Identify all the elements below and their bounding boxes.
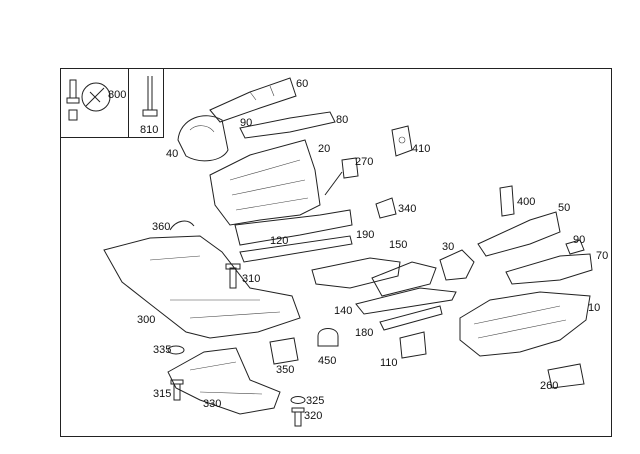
callout-450: 450 (318, 355, 337, 367)
part-260-bracket (547, 363, 585, 389)
part-360-hook (169, 220, 195, 231)
part-270-bracket (341, 157, 359, 179)
callout-810: 810 (140, 124, 159, 136)
part-120-reinforcement (239, 235, 353, 263)
part-190-longitudinal-member (311, 257, 401, 289)
part-300-front-subframe (103, 235, 301, 339)
callout-350: 350 (276, 364, 295, 376)
part-315-bolt (170, 379, 184, 401)
part-50-rail (477, 211, 561, 257)
part-320-bolt (291, 407, 305, 427)
callout-20: 20 (318, 143, 331, 155)
callout-50: 50 (558, 202, 571, 214)
part-90-bracket-right (565, 239, 585, 255)
part-330-rear-subframe (167, 347, 281, 415)
part-80-strut-panel (239, 111, 336, 139)
callout-60: 60 (296, 78, 309, 90)
part-410-mount (391, 125, 413, 157)
callout-30: 30 (442, 241, 455, 253)
leader-270 (324, 171, 343, 196)
part-150-member (371, 261, 437, 297)
callout-325: 325 (306, 395, 325, 407)
callout-40: 40 (166, 148, 179, 160)
callout-90-upper: 90 (240, 117, 253, 129)
callout-310: 310 (242, 273, 261, 285)
callout-110: 110 (380, 357, 398, 369)
part-70-rail-right (505, 253, 593, 285)
callout-90-right: 90 (573, 234, 586, 246)
callout-400: 400 (517, 196, 536, 208)
part-60-upper-rail (209, 77, 297, 123)
callout-80: 80 (336, 114, 349, 126)
part-20-front-structure (209, 139, 353, 246)
callout-410: 410 (412, 143, 431, 155)
callout-180: 180 (355, 327, 374, 339)
part-110-bracket (399, 331, 427, 359)
callout-70: 70 (596, 250, 609, 262)
callout-300: 300 (137, 314, 156, 326)
diagram-frame (60, 68, 612, 437)
part-10-rear-structure (459, 291, 591, 357)
part-450-rubber-bump (317, 328, 339, 347)
part-325-washer (290, 396, 306, 404)
callout-320: 320 (304, 410, 323, 422)
callout-270: 270 (355, 156, 374, 168)
part-310-bolt (225, 263, 241, 289)
callout-120: 120 (270, 235, 289, 247)
callout-140: 140 (334, 305, 353, 317)
callout-330: 330 (203, 398, 222, 410)
callout-335: 335 (153, 344, 172, 356)
part-335-washer (167, 345, 185, 355)
part-340-clip (375, 197, 397, 219)
callout-150: 150 (389, 239, 408, 251)
part-350-mount (269, 337, 299, 365)
fastener-inset-box (60, 68, 164, 138)
part-810-long-bolt (142, 76, 158, 117)
callout-190: 190 (356, 229, 375, 241)
callout-315: 315 (153, 388, 172, 400)
part-30-bracket (439, 249, 475, 281)
part-400-bracket (499, 185, 515, 217)
callout-360: 360 (152, 221, 171, 233)
callout-260: 260 (540, 380, 559, 392)
part-40-wheel-arch (177, 115, 229, 162)
part-180-strip (379, 305, 443, 331)
callout-340: 340 (398, 203, 417, 215)
part-140-plate (355, 287, 457, 315)
callout-10: 10 (588, 302, 601, 314)
part-800-bolt-and-wrench (66, 79, 111, 121)
inset-divider (128, 68, 129, 138)
callout-800: 800 (108, 89, 127, 101)
